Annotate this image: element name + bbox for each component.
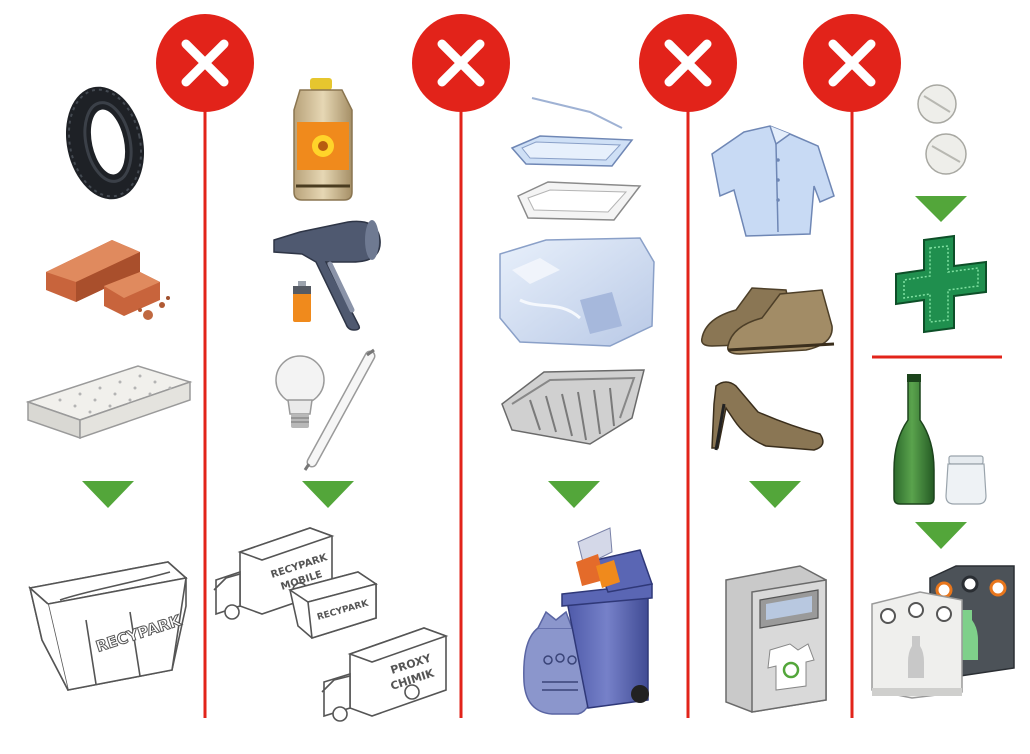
- arrow-down-icon: [82, 481, 134, 508]
- pills-icon: [917, 84, 967, 175]
- pharmacy-cross-icon: [895, 234, 987, 334]
- plastic-tray-icon: [510, 97, 634, 167]
- forbidden-x-icon: [156, 14, 254, 112]
- forbidden-x-icon: [639, 14, 737, 112]
- plastic-film-icon: [499, 237, 655, 347]
- fluorescent-tube-icon: [303, 348, 376, 471]
- arrow-down-icon: [915, 522, 967, 549]
- textile-container-icon: [725, 565, 827, 713]
- divider-2: [412, 14, 510, 718]
- forbidden-x-icon: [412, 14, 510, 112]
- polystyrene-tray-icon: [517, 181, 642, 221]
- waste-bin-icon: [561, 527, 654, 709]
- battery-icon: [293, 281, 311, 322]
- arrow-down-icon: [915, 196, 967, 222]
- arrow-down-icon: [302, 481, 354, 508]
- divider-1: [156, 14, 254, 718]
- light-bulb-icon: [275, 355, 325, 428]
- arrow-down-icon: [548, 481, 600, 508]
- shoes-icon: [700, 287, 835, 355]
- oil-bottle-icon: [293, 78, 353, 201]
- plastic-basket-icon: [501, 369, 645, 445]
- recypark-container-icon: RECYPARK: [28, 561, 188, 691]
- divider-3: [639, 14, 737, 718]
- shirt-icon: [711, 125, 835, 237]
- trash-bag-icon: [523, 610, 593, 715]
- high-heel-icon: [711, 381, 824, 451]
- glass-bottle-icon: [893, 374, 935, 505]
- mattress-icon: [25, 365, 193, 440]
- glass-containers-icon: [871, 565, 1015, 699]
- forbidden-x-icon: [803, 14, 901, 112]
- hair-dryer-icon: [273, 220, 381, 331]
- small-recypark-container-icon: RECYPARK: [288, 571, 378, 640]
- bricks-icon: [46, 240, 170, 320]
- arrow-down-icon: [749, 481, 801, 508]
- tire-icon: [65, 86, 145, 200]
- glass-jar-icon: [945, 455, 987, 505]
- proxy-chimik-truck-icon: PROXY CHIMIK: [321, 627, 449, 722]
- divider-4: [803, 14, 901, 718]
